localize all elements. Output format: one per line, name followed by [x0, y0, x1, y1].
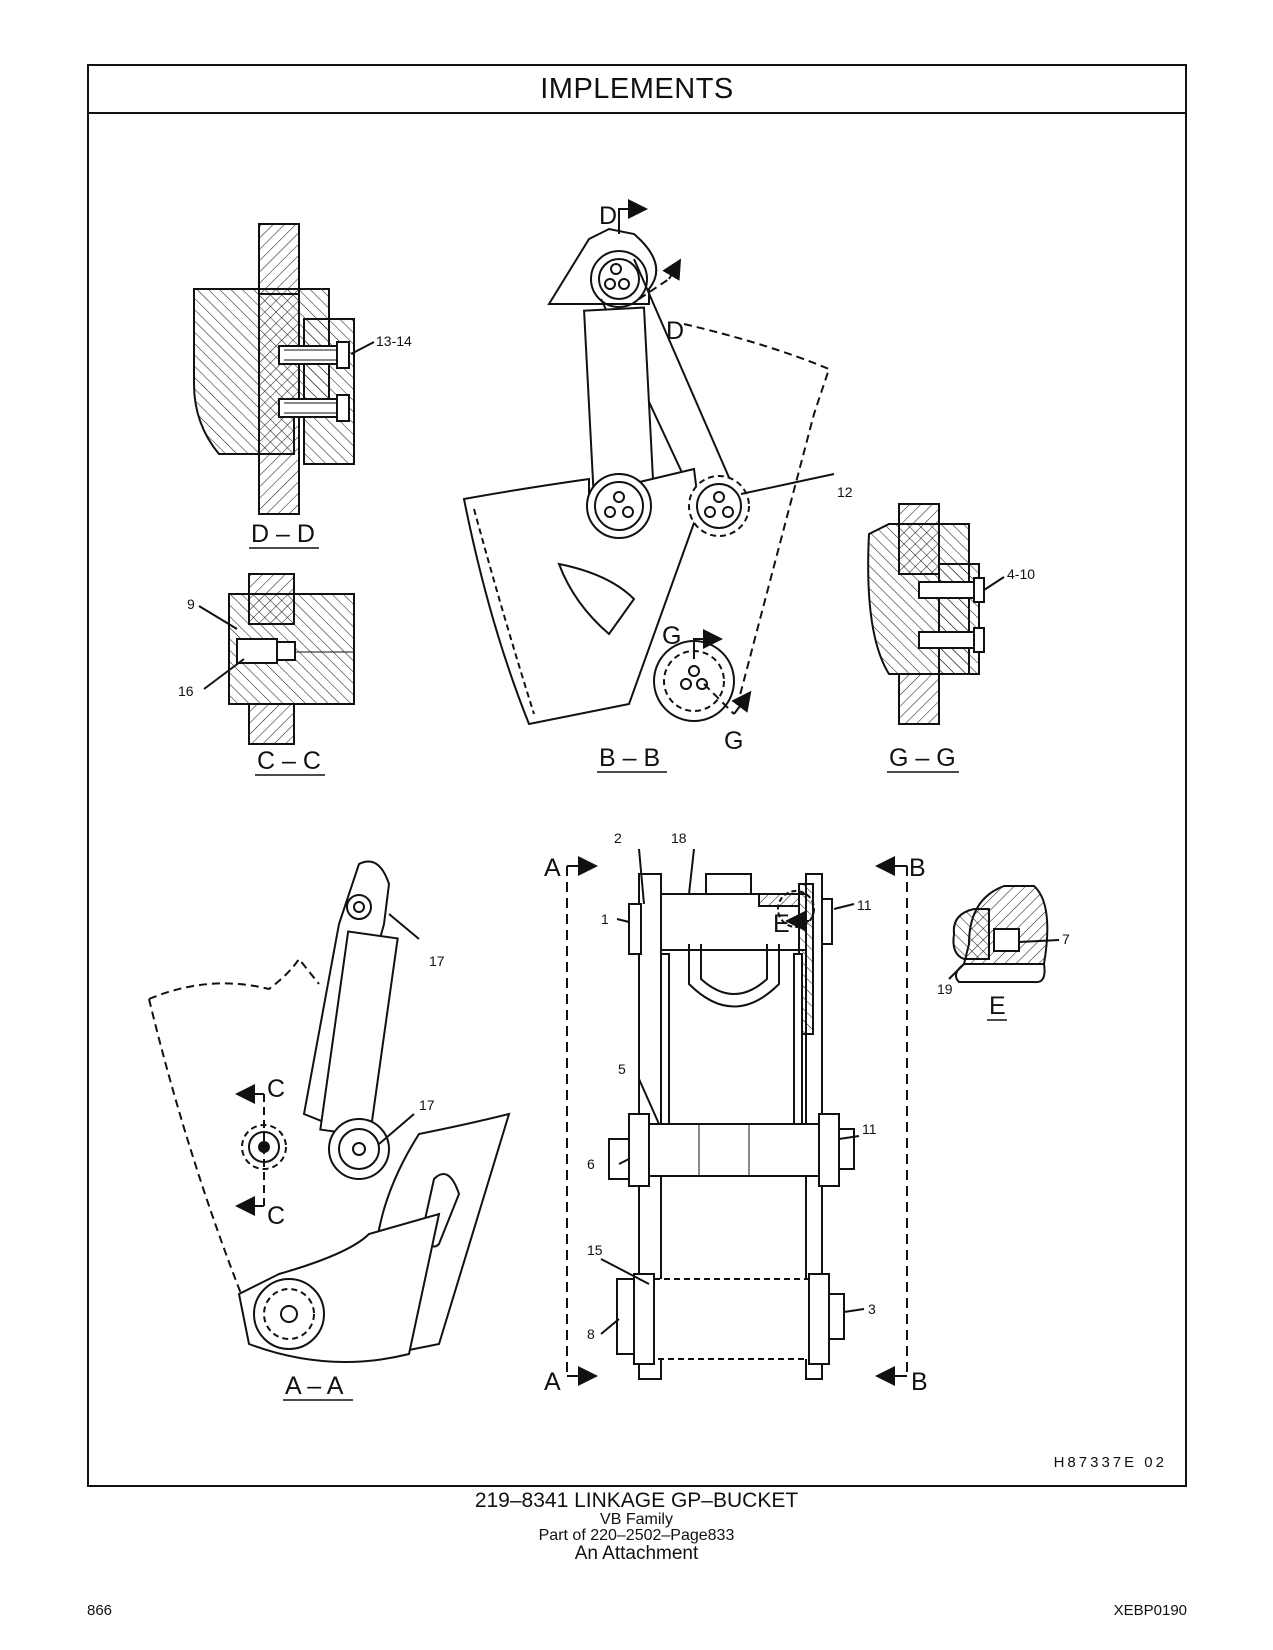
callout-17-lower: 17 — [419, 1097, 435, 1113]
page-title: IMPLEMENTS — [540, 72, 734, 105]
view-marker-b-bottom: B — [911, 1368, 928, 1396]
view-marker-a-top: A — [544, 854, 561, 882]
callout-9: 9 — [187, 596, 195, 612]
callout-13-14: 13-14 — [376, 333, 412, 349]
callout-2: 2 — [614, 830, 622, 846]
section-heading-bb: B – B — [599, 744, 660, 772]
section-heading-dd: D – D — [251, 520, 315, 548]
parts-drawing: D – D C – C B – B G – G A – A E D D G G … — [148, 199, 1070, 1401]
section-dd-drawing — [193, 223, 375, 515]
view-marker-e: E — [773, 910, 790, 938]
section-bb-drawing — [462, 199, 835, 726]
part-of-label: Part of 220–2502–Page833 — [538, 1527, 735, 1544]
view-marker-b-top: B — [909, 854, 926, 882]
callout-12: 12 — [837, 484, 853, 500]
detail-e-drawing — [948, 885, 1060, 984]
view-marker-d-bottom: D — [666, 317, 684, 345]
callout-16: 16 — [178, 683, 194, 699]
callout-1: 1 — [601, 911, 609, 927]
section-heading-gg: G – G — [889, 744, 956, 772]
view-marker-g-top: G — [662, 622, 681, 650]
page-number: 866 — [87, 1602, 113, 1619]
callout-15: 15 — [587, 1242, 603, 1258]
callout-11-upper: 11 — [857, 897, 872, 913]
callout-6: 6 — [587, 1156, 595, 1172]
section-heading-cc: C – C — [257, 747, 321, 775]
section-heading-aa: A – A — [285, 1372, 344, 1400]
callout-3: 3 — [868, 1301, 876, 1317]
callout-17-upper: 17 — [429, 953, 445, 969]
drawing-id: H87337E 02 — [1053, 1454, 1167, 1471]
plan-view-drawing — [566, 848, 908, 1386]
callout-18: 18 — [671, 830, 687, 846]
document-code: XEBP0190 — [1113, 1602, 1187, 1619]
family-label: VB Family — [600, 1511, 673, 1528]
section-heading-e: E — [989, 992, 1006, 1020]
view-marker-c-bottom: C — [267, 1202, 285, 1230]
header-band: IMPLEMENTS — [89, 66, 1185, 114]
callout-8: 8 — [587, 1326, 595, 1342]
callout-7: 7 — [1062, 931, 1070, 947]
view-marker-c-top: C — [267, 1075, 285, 1103]
callout-4-10: 4-10 — [1007, 566, 1035, 582]
section-gg-drawing — [867, 503, 1005, 725]
illustration-frame: IMPLEMENTS — [87, 64, 1187, 1487]
section-cc-drawing — [198, 573, 355, 745]
view-marker-g-bottom: G — [724, 727, 743, 755]
view-marker-a-bottom: A — [544, 1368, 561, 1396]
attachment-label: An Attachment — [574, 1543, 699, 1564]
footer-caption: 219–8341 LINKAGE GP–BUCKET VB Family Par… — [0, 1490, 1273, 1564]
callout-11-lower: 11 — [862, 1121, 877, 1137]
callout-19: 19 — [937, 981, 953, 997]
section-aa-drawing — [148, 860, 511, 1363]
callout-5: 5 — [618, 1061, 626, 1077]
part-title: 219–8341 LINKAGE GP–BUCKET — [474, 1489, 799, 1512]
view-marker-d-top: D — [599, 202, 617, 230]
